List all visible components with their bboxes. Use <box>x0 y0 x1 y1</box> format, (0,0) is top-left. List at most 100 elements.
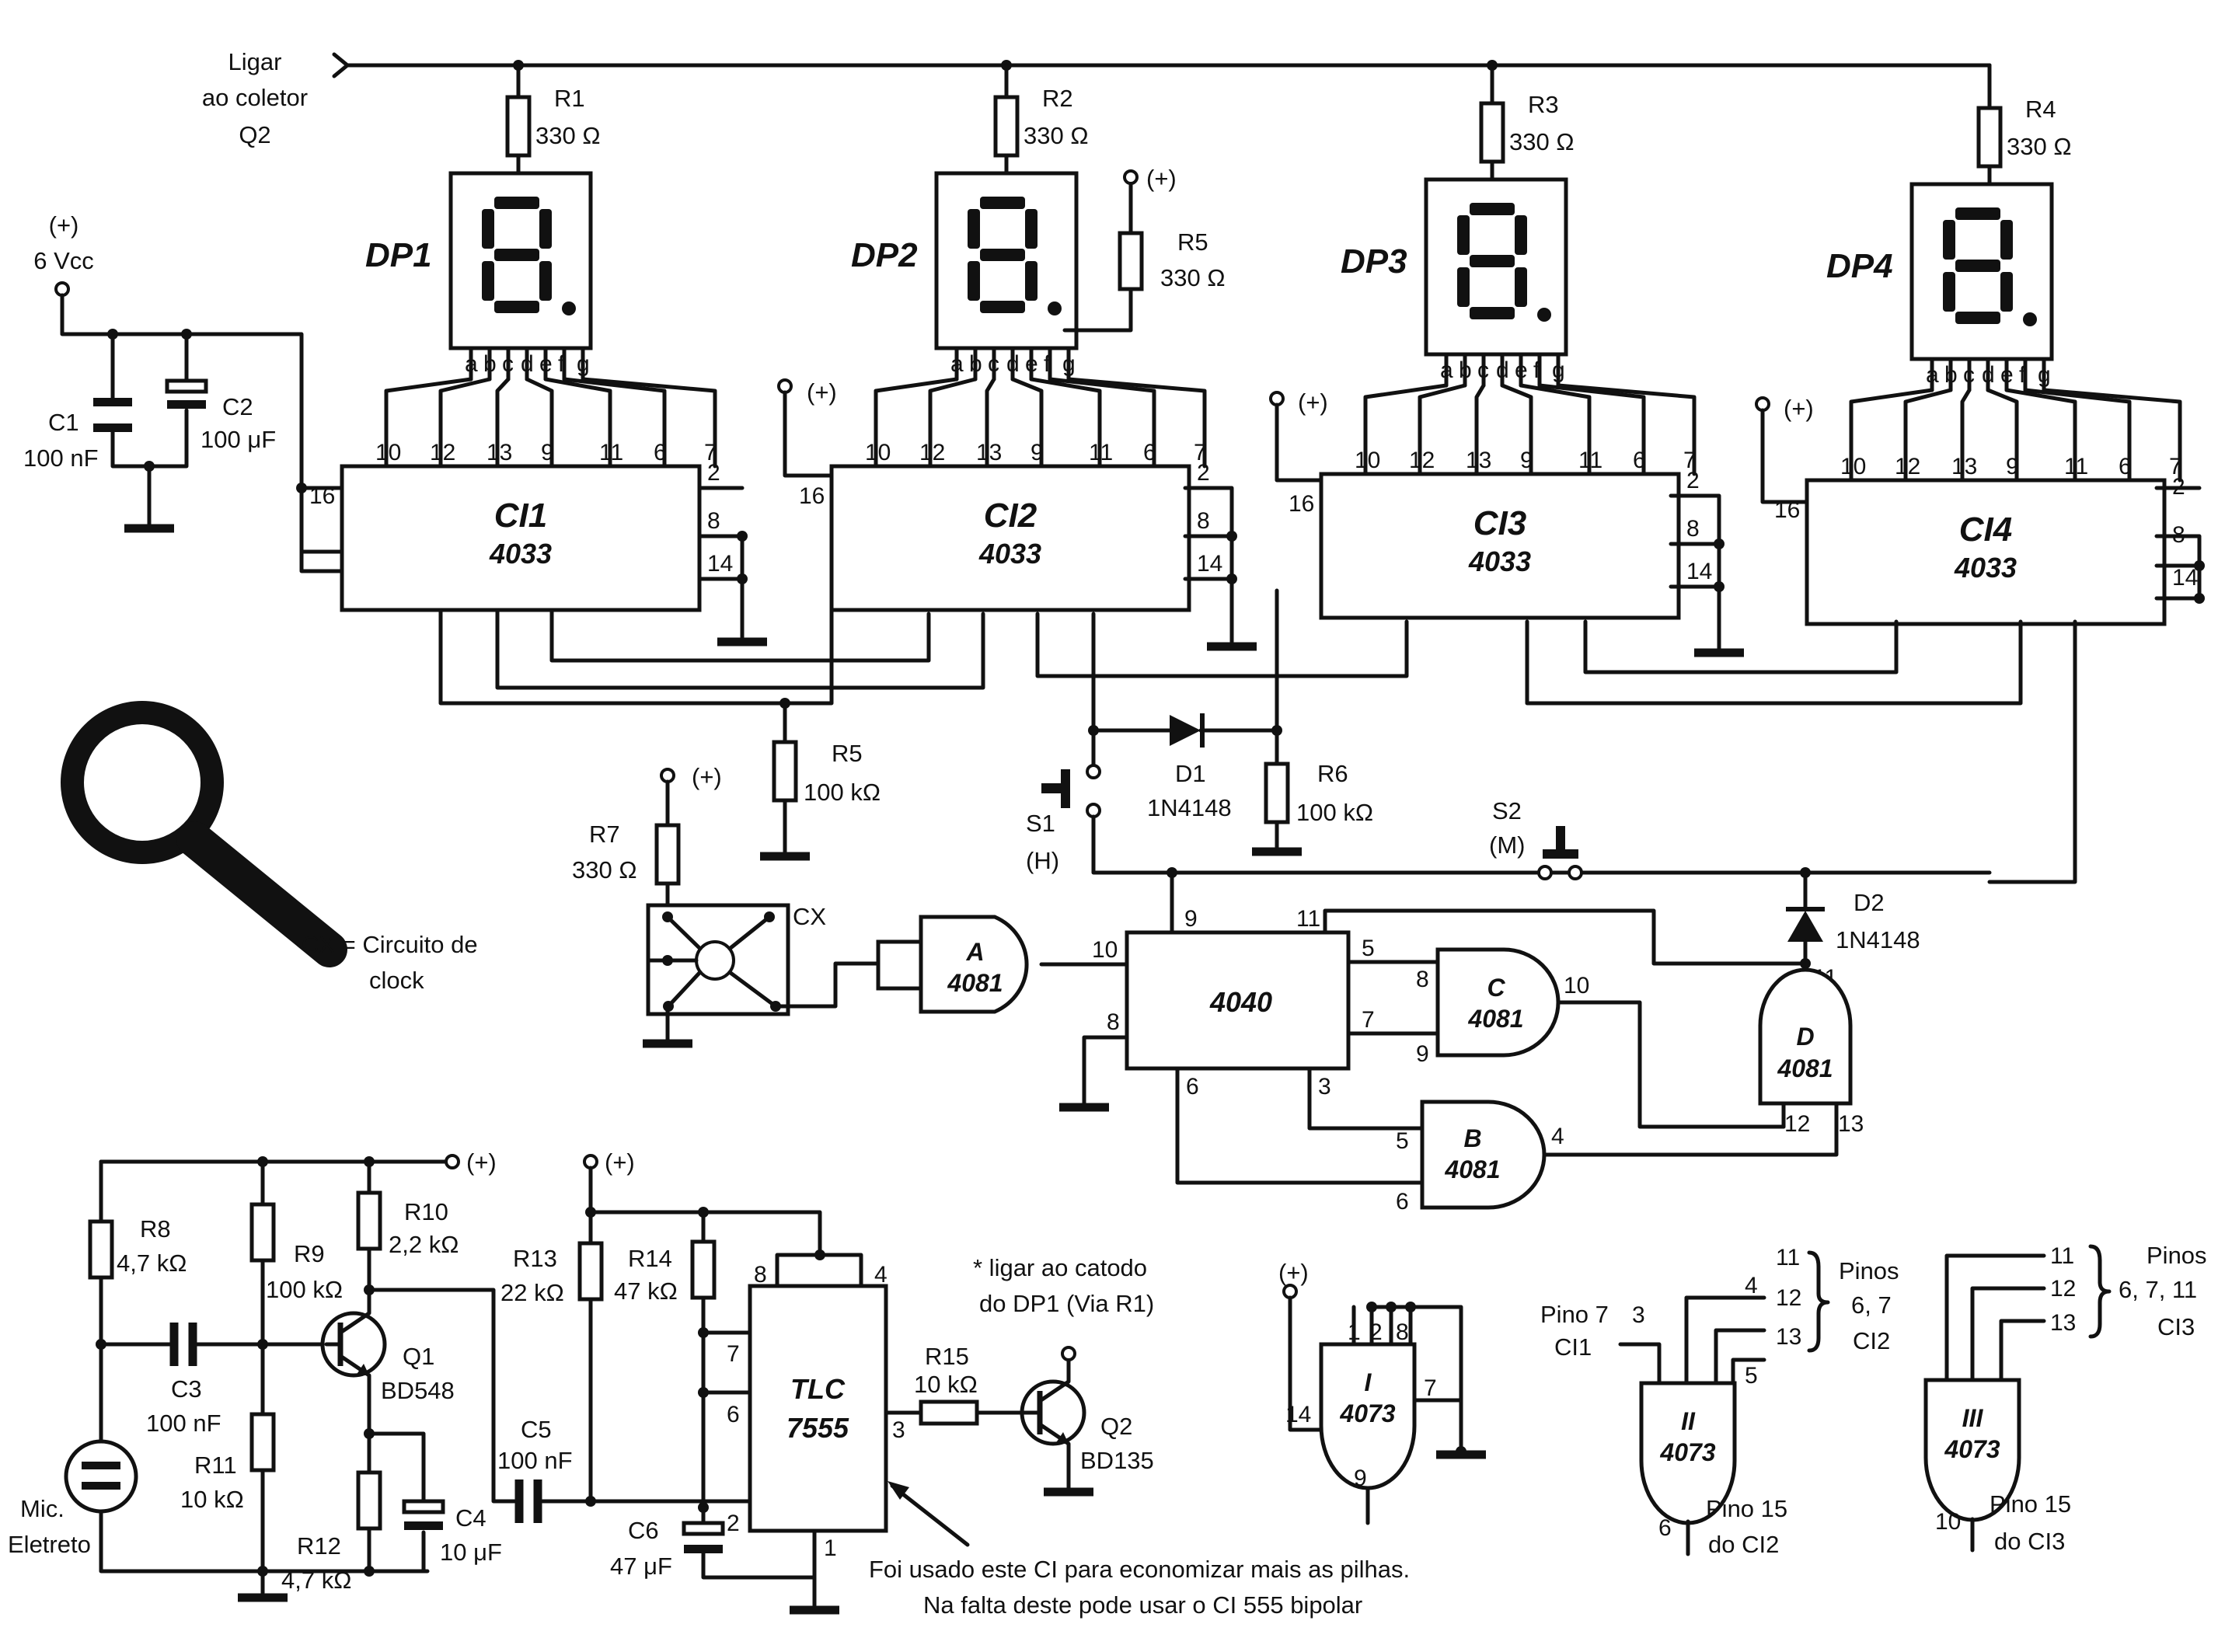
svg-text:11: 11 <box>599 440 623 465</box>
r1-value: 330 Ω <box>535 122 601 149</box>
r15-value: 10 kΩ <box>914 1371 978 1398</box>
svg-text:9: 9 <box>1184 906 1198 932</box>
r8-value: 4,7 kΩ <box>117 1249 187 1277</box>
c3-value: 100 nF <box>146 1410 221 1437</box>
timer-section: (+) R13 22 kΩ R14 47 kΩ C6 47 μF 8 4 7 <box>500 1148 1410 1619</box>
counter-part-2: 4033 <box>978 538 1041 570</box>
display-name-2: DP2 <box>851 236 918 274</box>
svg-text:9: 9 <box>2006 454 2019 479</box>
g3-pins-l2: 6, 7, 11 <box>2119 1276 2197 1303</box>
c3-name: C3 <box>171 1375 202 1403</box>
svg-text:7: 7 <box>1424 1375 1437 1401</box>
svg-text:11: 11 <box>1296 906 1320 932</box>
mic-label-l2: Eletreto <box>8 1531 91 1558</box>
svg-text:8: 8 <box>1416 967 1429 992</box>
mic-preamp: (+) R8 4,7 kΩ Mic. Eletreto C3 100 nF R9… <box>8 1148 593 1602</box>
svg-text:14: 14 <box>1197 551 1222 577</box>
r6-name: R6 <box>1317 760 1348 787</box>
timer-plus: (+) <box>605 1148 635 1176</box>
c4-value: 10 μF <box>440 1539 502 1566</box>
svg-text:11: 11 <box>2050 1243 2074 1269</box>
svg-text:4: 4 <box>874 1262 888 1288</box>
svg-text:11: 11 <box>1776 1245 1800 1270</box>
svg-text:3: 3 <box>892 1417 905 1443</box>
r14-value: 47 kΩ <box>614 1277 678 1305</box>
svg-text:9: 9 <box>1354 1466 1367 1491</box>
svg-text:5: 5 <box>1362 936 1375 961</box>
g1-part: 4073 <box>1339 1399 1395 1427</box>
q2-name: Q2 <box>1100 1413 1132 1440</box>
r2-value: 330 Ω <box>1024 122 1089 149</box>
d2-name: D2 <box>1854 889 1885 916</box>
g3-out-l2: do CI3 <box>1994 1528 2065 1555</box>
svg-text:6: 6 <box>654 440 667 465</box>
svg-text:13: 13 <box>976 440 1002 465</box>
svg-text:8: 8 <box>1197 508 1210 534</box>
c6-value: 47 μF <box>610 1553 672 1580</box>
g2-in-l1: Pino 7 <box>1540 1301 1609 1328</box>
r5b-value: 100 kΩ <box>804 779 881 806</box>
svg-text:3: 3 <box>1318 1074 1331 1100</box>
svg-text:1: 1 <box>824 1535 837 1561</box>
gate-c: 8 9 C 4081 10 <box>1416 947 1786 1129</box>
s2-mode: (M) <box>1489 831 1525 859</box>
svg-text:6: 6 <box>1396 1189 1409 1215</box>
timer-note-l2: Na falta deste pode usar o CI 555 bipola… <box>923 1591 1362 1619</box>
svg-text:5: 5 <box>1745 1363 1758 1389</box>
and3-gate-ii: Pino 7 CI1 3 4 5 11 12 13 Pinos 6, 7 CI2… <box>1540 1245 1899 1558</box>
hour-set-network: D1 1N4148 R6 100 kΩ S1 (H) <box>1026 588 1992 875</box>
svg-text:12: 12 <box>2050 1276 2076 1302</box>
svg-text:13: 13 <box>2050 1310 2076 1336</box>
gate-d-part: 4081 <box>1777 1054 1833 1082</box>
svg-text:9: 9 <box>541 440 554 465</box>
c5-name: C5 <box>521 1416 552 1443</box>
collector-note-l1: Ligar <box>228 48 282 75</box>
g2-pins-l1: Pinos <box>1839 1257 1899 1284</box>
svg-text:4: 4 <box>1745 1273 1758 1298</box>
collector-rail: Ligar ao coletor Q2 <box>202 48 1992 148</box>
r5-pulldown: R5 100 kΩ <box>760 740 881 861</box>
svg-text:2: 2 <box>1197 460 1210 486</box>
timer-name: TLC <box>790 1373 846 1405</box>
g2-out-l2: do CI2 <box>1708 1531 1779 1558</box>
counter-part-4: 4033 <box>1954 552 2017 584</box>
gate-d-name: D <box>1796 1023 1814 1051</box>
gate-b-part: 4081 <box>1444 1155 1500 1183</box>
g1-plus: (+) <box>1278 1259 1309 1286</box>
svg-text:10: 10 <box>865 440 891 465</box>
svg-text:13: 13 <box>486 440 512 465</box>
cathode-note-l1: * ligar ao catodo <box>973 1254 1147 1281</box>
s1-name: S1 <box>1026 810 1055 837</box>
svg-text:10: 10 <box>1564 973 1589 999</box>
svg-text:10: 10 <box>1355 448 1380 473</box>
svg-text:2: 2 <box>707 460 720 486</box>
r14-name: R14 <box>628 1245 672 1272</box>
svg-text:16: 16 <box>799 483 825 509</box>
ci2-plus: (+) <box>807 378 837 406</box>
c1-name: C1 <box>48 409 79 436</box>
svg-text:7: 7 <box>727 1341 740 1367</box>
r15-name: R15 <box>925 1343 969 1370</box>
gate-d: D2 1N4148 11 D 4081 12 13 <box>1758 870 1920 1137</box>
r5a-plus: (+) <box>1146 165 1177 192</box>
power-supply: (+) 6 Vcc C1 100 nF C2 100 μF <box>23 211 344 554</box>
svg-text:12: 12 <box>919 440 945 465</box>
svg-text:8: 8 <box>754 1262 767 1288</box>
g2-part: 4073 <box>1659 1438 1715 1466</box>
q1-name: Q1 <box>403 1343 434 1370</box>
r12-value: 4,7 kΩ <box>281 1567 351 1594</box>
gate-c-name: C <box>1487 974 1505 1002</box>
svg-text:12: 12 <box>1784 1111 1810 1137</box>
svg-text:9: 9 <box>1520 448 1533 473</box>
ic-4040: 4040 9 11 8 5 7 6 3 <box>1059 867 1808 1185</box>
ic-4040-part: 4040 <box>1209 986 1272 1018</box>
svg-text:13: 13 <box>1838 1111 1864 1137</box>
counter-ic <box>340 464 702 612</box>
svg-text:6: 6 <box>1658 1515 1672 1541</box>
svg-text:10: 10 <box>1840 454 1866 479</box>
display-name-4: DP4 <box>1826 247 1893 285</box>
s1-mode: (H) <box>1026 847 1059 874</box>
